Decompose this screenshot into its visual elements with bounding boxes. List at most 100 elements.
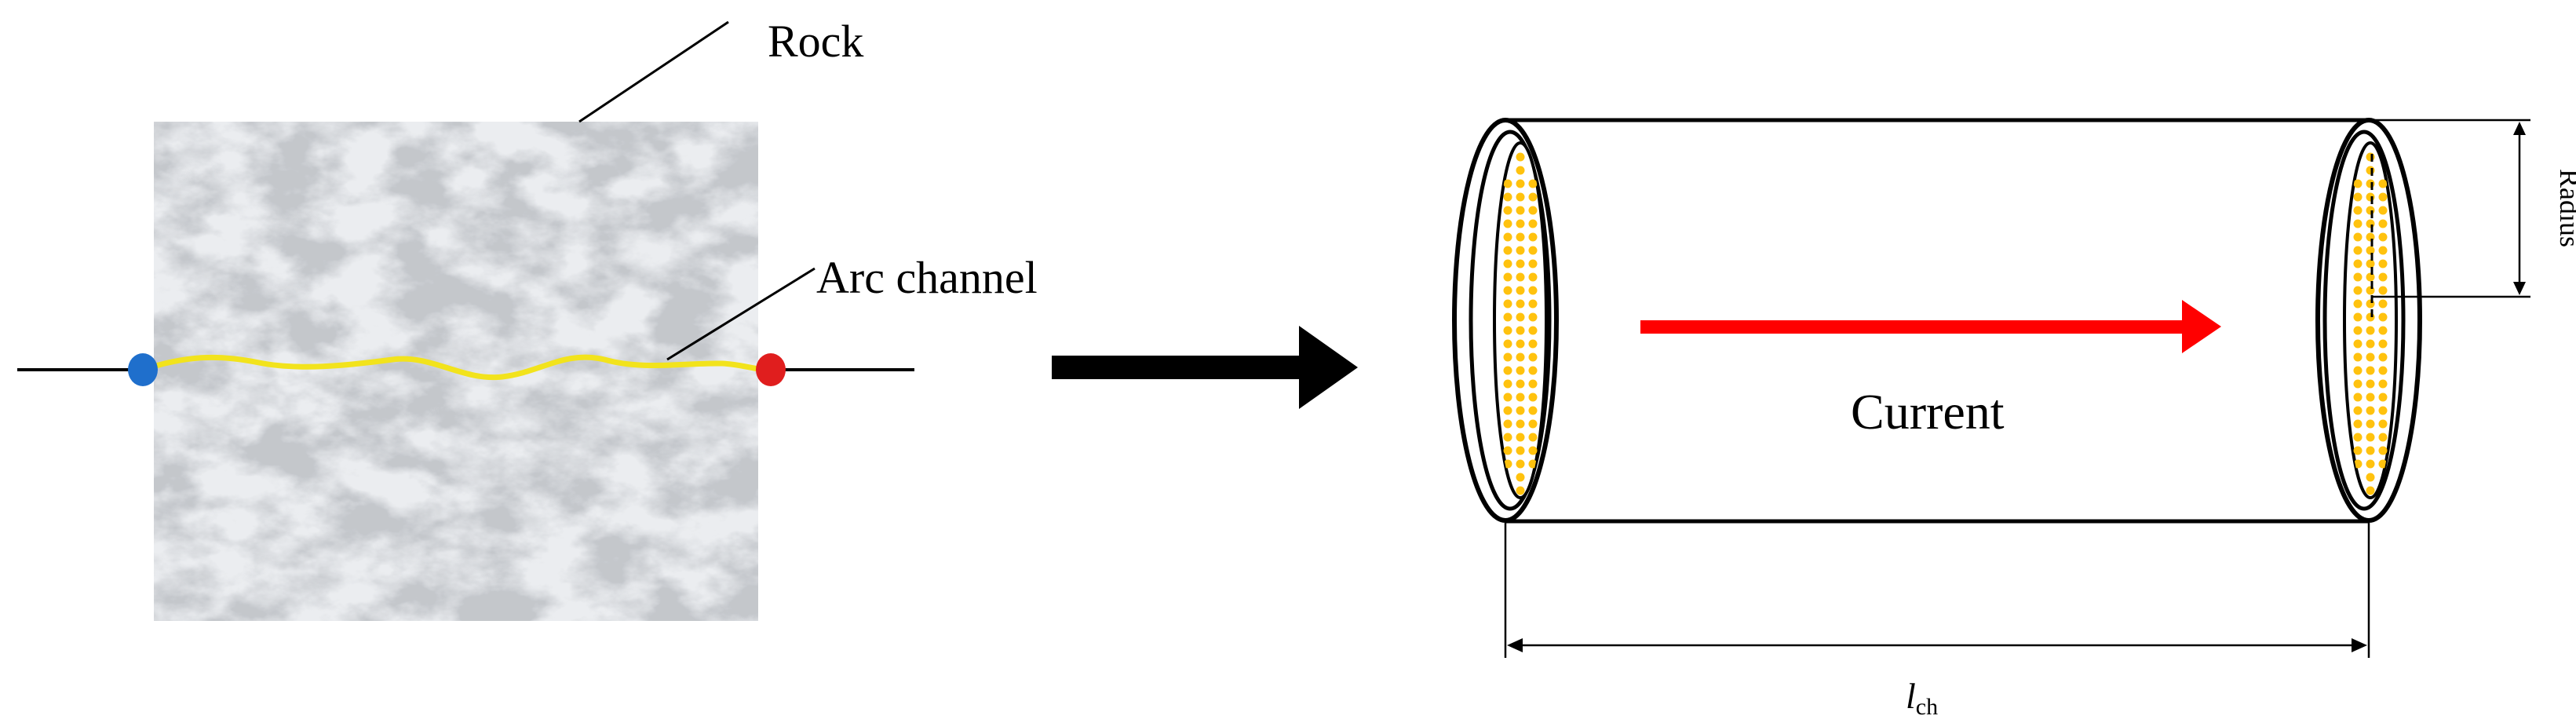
- charge-dot: [1516, 152, 1525, 162]
- charge-dot: [1516, 219, 1525, 228]
- radius-dimension: Radius: [2370, 119, 2576, 298]
- charge-dot: [2366, 406, 2375, 415]
- right-end-face: [2315, 118, 2422, 523]
- charge-dot: [2353, 206, 2363, 215]
- rock-leader-line: [578, 20, 729, 123]
- arc-channel-label: Arc channel: [816, 252, 1038, 303]
- charge-dot: [2366, 299, 2375, 309]
- charge-dot: [2353, 246, 2363, 255]
- rock-panel: Rock Arc channel: [17, 16, 1038, 621]
- charge-dot: [2378, 393, 2388, 402]
- charge-dot: [1503, 192, 1512, 202]
- charge-dot: [2353, 312, 2363, 322]
- charge-dot: [2378, 446, 2388, 455]
- charge-dot: [2378, 219, 2388, 228]
- charge-dot: [1528, 406, 1538, 415]
- charge-dot: [2366, 326, 2375, 335]
- charge-dot: [1503, 352, 1512, 362]
- left-charge-dots: [1503, 152, 1538, 495]
- charge-dot: [1516, 259, 1525, 268]
- charge-dot: [2378, 272, 2388, 282]
- charge-dot: [2353, 192, 2363, 202]
- charge-dot: [2353, 259, 2363, 268]
- charge-dot: [2378, 326, 2388, 335]
- charge-dot: [2366, 446, 2375, 455]
- charge-dot: [1503, 299, 1512, 309]
- charge-dot: [1516, 393, 1525, 402]
- charge-dot: [2366, 179, 2375, 188]
- charge-dot: [2353, 433, 2363, 442]
- charge-dot: [1528, 179, 1538, 188]
- charge-dot: [2366, 366, 2375, 375]
- charge-dot: [2378, 379, 2388, 389]
- charge-dot: [2353, 326, 2363, 335]
- charge-dot: [1528, 232, 1538, 242]
- charge-dot: [2353, 232, 2363, 242]
- length-dimension: lch: [1504, 523, 2370, 720]
- current-arrow: [1640, 300, 2221, 353]
- charge-dot: [1528, 352, 1538, 362]
- charge-dot: [1516, 179, 1525, 188]
- charge-dot: [2378, 286, 2388, 295]
- charge-dot: [1516, 206, 1525, 215]
- charge-dot: [2378, 433, 2388, 442]
- charge-dot: [2378, 366, 2388, 375]
- charge-dot: [1516, 433, 1525, 442]
- charge-dot: [1503, 339, 1512, 349]
- charge-dot: [1503, 272, 1512, 282]
- charge-dot: [1528, 259, 1538, 268]
- charge-dot: [2378, 459, 2388, 469]
- charge-dot: [1528, 366, 1538, 375]
- charge-dot: [1516, 246, 1525, 255]
- left-end-face: [1452, 118, 1559, 523]
- electrode-left: [128, 353, 158, 386]
- charge-dot: [2378, 312, 2388, 322]
- charge-dot: [1528, 446, 1538, 455]
- charge-dot: [2378, 232, 2388, 242]
- charge-dot: [1516, 352, 1525, 362]
- charge-dot: [2366, 379, 2375, 389]
- charge-dot: [1528, 379, 1538, 389]
- charge-dot: [1503, 459, 1512, 469]
- charge-dot: [1516, 379, 1525, 389]
- charge-dot: [1503, 433, 1512, 442]
- rock-label: Rock: [768, 16, 863, 67]
- charge-dot: [2366, 152, 2375, 162]
- charge-dot: [2353, 286, 2363, 295]
- charge-dot: [2366, 246, 2375, 255]
- charge-dot: [1528, 286, 1538, 295]
- charge-dot: [2353, 299, 2363, 309]
- charge-dot: [1516, 446, 1525, 455]
- charge-dot: [2378, 246, 2388, 255]
- charge-dot: [1503, 179, 1512, 188]
- charge-dot: [1503, 406, 1512, 415]
- charge-dot: [2366, 259, 2375, 268]
- charge-dot: [2366, 192, 2375, 202]
- arc-channel-path: [140, 354, 774, 381]
- charge-dot: [2378, 352, 2388, 362]
- charge-dot: [1528, 393, 1538, 402]
- arc-channel-leader-line: [666, 267, 815, 361]
- charge-dot: [1503, 326, 1512, 335]
- charge-dot: [1503, 393, 1512, 402]
- charge-dot: [1503, 286, 1512, 295]
- charge-dot: [1516, 312, 1525, 322]
- charge-dot: [2378, 259, 2388, 268]
- charge-dot: [1528, 192, 1538, 202]
- charge-dot: [1516, 406, 1525, 415]
- transition-arrow: [1052, 326, 1358, 409]
- charge-dot: [1528, 206, 1538, 215]
- channel-cylinder: Current: [1452, 118, 2422, 524]
- charge-dot: [1516, 232, 1525, 242]
- electrode-right: [756, 353, 786, 386]
- charge-dot: [1503, 206, 1512, 215]
- charge-dot: [2353, 406, 2363, 415]
- charge-dot: [1516, 326, 1525, 335]
- charge-dot: [1503, 379, 1512, 389]
- charge-dot: [1516, 419, 1525, 429]
- length-symbol: l: [1906, 676, 1916, 716]
- charge-dot: [1516, 459, 1525, 469]
- charge-dot: [2353, 366, 2363, 375]
- charge-dot: [1528, 339, 1538, 349]
